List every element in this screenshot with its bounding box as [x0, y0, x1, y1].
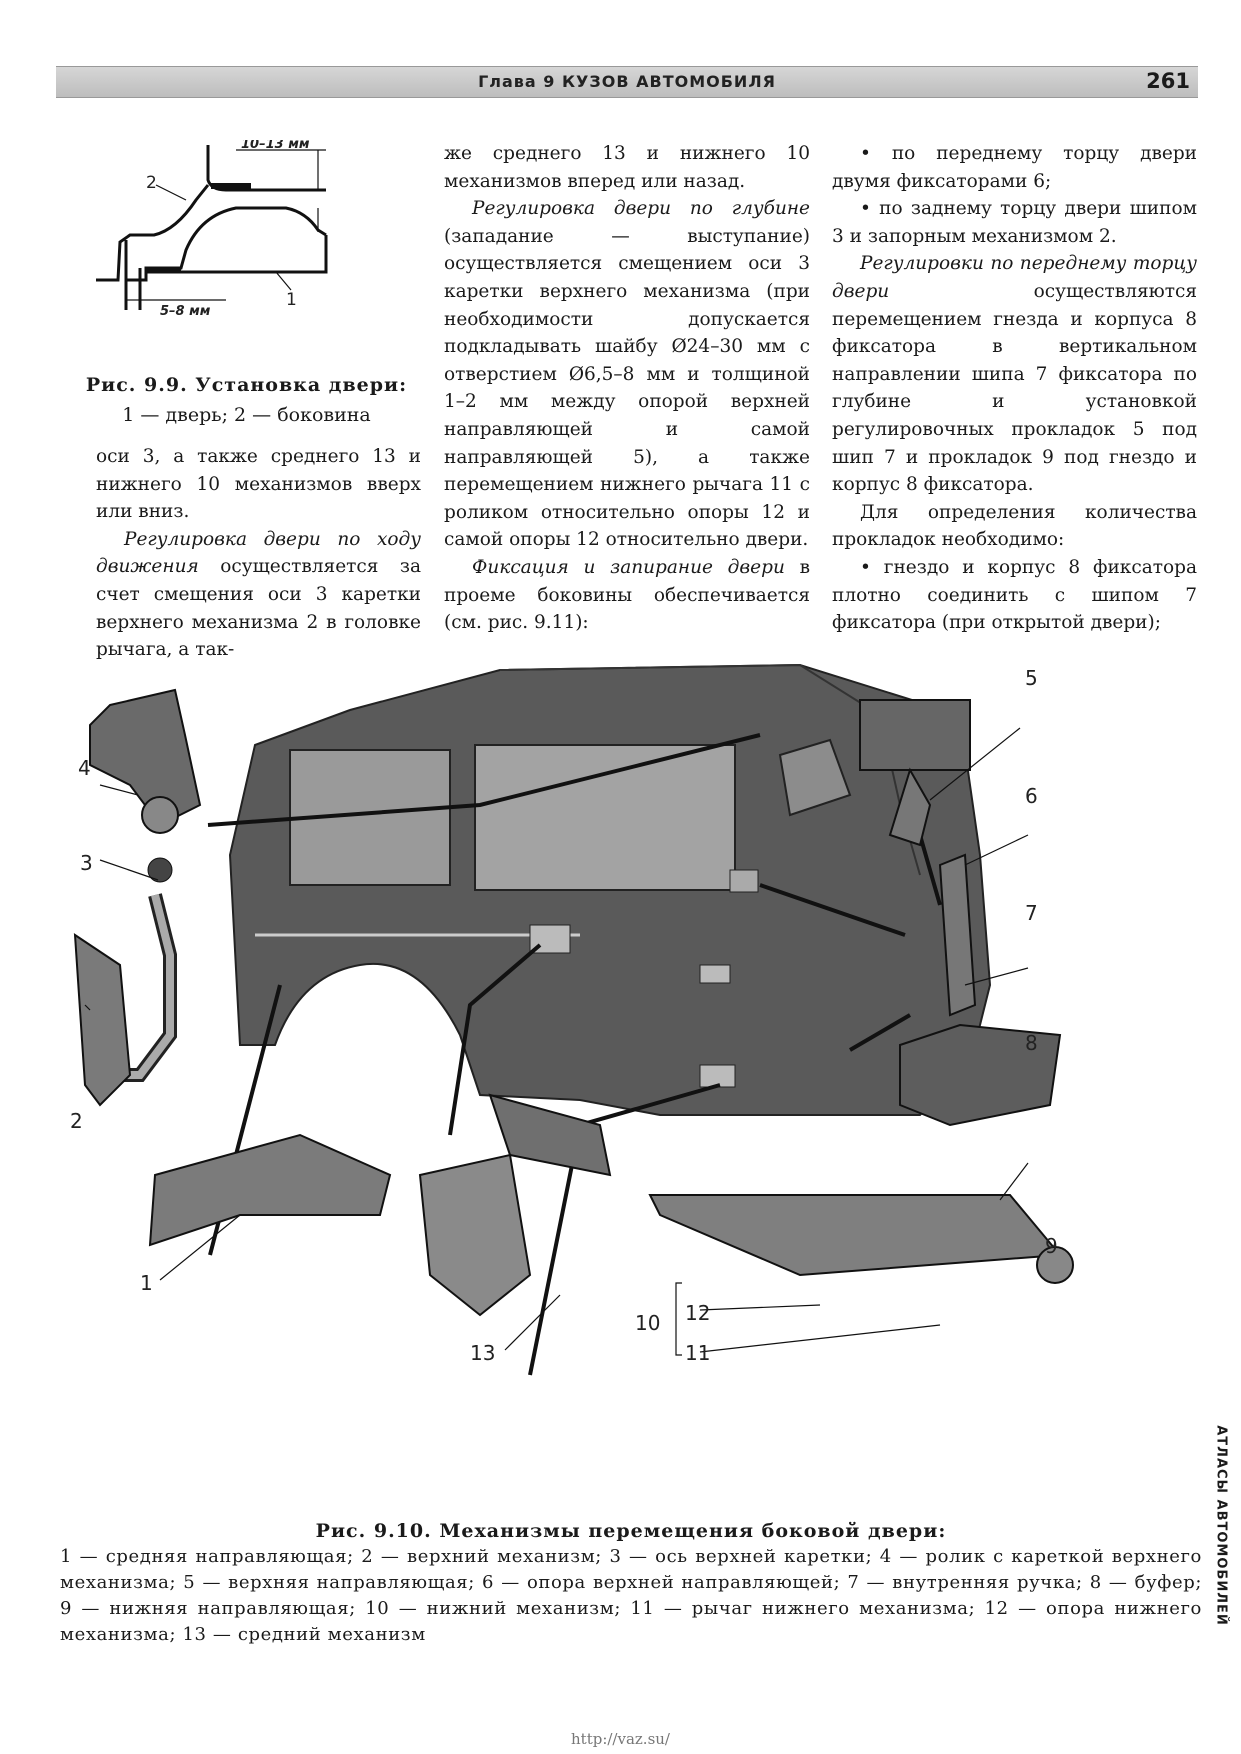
dimension-top: 10–13 мм [241, 140, 310, 152]
chapter-title: Глава 9 КУЗОВ АВТОМОБИЛЯ [478, 72, 776, 91]
col2-p3-italic: Фиксация и запирание двери [472, 556, 785, 578]
footer-url: http://vaz.su/ [571, 1730, 670, 1748]
text-column-3: • по переднему торцу двери двумя фиксато… [832, 140, 1197, 637]
col3-bullet-2: • по заднему торцу двери шипом 3 и запор… [832, 198, 1197, 247]
label-9: 9 [1045, 1234, 1058, 1258]
label-4: 4 [78, 756, 91, 780]
window-door [474, 744, 736, 891]
text-column-1: оси 3, а также среднего 13 и нижнего 10 … [96, 443, 421, 664]
label-5: 5 [1025, 666, 1038, 690]
page-header: Глава 9 КУЗОВ АВТОМОБИЛЯ 261 [56, 66, 1198, 98]
col1-paragraph-2: Регулировка двери по ходу движения осуще… [96, 526, 421, 664]
col2-p2-rest: (западание — выступание) осуществляется … [444, 225, 810, 551]
col3-p1-rest: осуществляются перемещением гнезда и кор… [832, 280, 1197, 496]
label-6: 6 [1025, 784, 1038, 808]
col3-bullet-1: • по переднему торцу двери двумя фиксато… [832, 143, 1197, 192]
label-1: 1 [140, 1271, 153, 1295]
label-8: 8 [1025, 1031, 1038, 1055]
label-11: 11 [685, 1341, 710, 1365]
figure-9-10-caption: Рис. 9.10. Механизмы перемещения боковой… [60, 1518, 1202, 1648]
label-13: 13 [470, 1341, 495, 1365]
figure-9-10-caption-desc: 1 — средняя направляющая; 2 — верхний ме… [60, 1546, 1202, 1645]
label-10: 10 [635, 1311, 660, 1335]
col3-p1-italic: Регулировки по переднему торцу двери [832, 253, 1197, 302]
figure-9-9-door-installation: 10–13 мм 5–8 мм 2 1 [96, 140, 328, 319]
col3-paragraph-1: Регулировки по переднему торцу двери осу… [832, 250, 1197, 498]
text-column-2: же среднего 13 и нижнего 10 механизмов в… [444, 140, 810, 637]
col2-paragraph-3: Фиксация и запирание двери в проеме боко… [444, 554, 810, 637]
figure-9-9-caption-desc: 1 — дверь; 2 — боковина [122, 404, 371, 426]
col1-p2-rest: осуществляется за счет смещения оси 3 ка… [96, 556, 421, 661]
figure-9-10-caption-title: Рис. 9.10. Механизмы перемещения боковой… [315, 1520, 947, 1542]
col3-bullet-3: • гнездо и корпус 8 фиксатора плотно сое… [832, 556, 1197, 634]
fig99-label-2: 2 [146, 173, 157, 193]
window-front [778, 738, 852, 817]
fig99-label-1: 1 [286, 290, 297, 310]
col1-p2-italic: Регулировка двери по ходу движения [96, 528, 421, 578]
col2-paragraph-1: же среднего 13 и нижнего 10 механизмов в… [444, 143, 810, 192]
col1-paragraph-1: оси 3, а также среднего 13 и нижнего 10 … [96, 446, 421, 523]
label-2: 2 [70, 1109, 83, 1133]
col2-paragraph-2: Регулировка двери по глубине (западание … [444, 195, 810, 554]
side-tab-label: АТЛАСЫ АВТОМОБИЛЕЙ [1213, 1425, 1229, 1626]
side-tab: АТЛАСЫ АВТОМОБИЛЕЙ [1206, 1410, 1230, 1650]
label-12: 12 [685, 1301, 710, 1325]
dimension-bottom: 5–8 мм [160, 304, 211, 319]
figure-9-9-caption: Рис. 9.9. Установка двери: 1 — дверь; 2 … [74, 370, 419, 430]
figure-9-9-caption-title: Рис. 9.9. Установка двери: [85, 374, 408, 396]
col3-paragraph-2: Для определения количества прокладок нео… [832, 501, 1197, 551]
figure-9-10-sliding-door-mechanisms: 4 3 2 1 13 10 12 11 [70, 663, 1074, 1376]
page-number: 261 [1146, 69, 1190, 93]
col2-p3-rest: в проеме боковины обеспечивается (см. ри… [444, 556, 810, 634]
label-3: 3 [80, 851, 93, 875]
label-7: 7 [1025, 901, 1038, 925]
col2-p2-italic: Регулировка двери по глубине [472, 198, 810, 220]
